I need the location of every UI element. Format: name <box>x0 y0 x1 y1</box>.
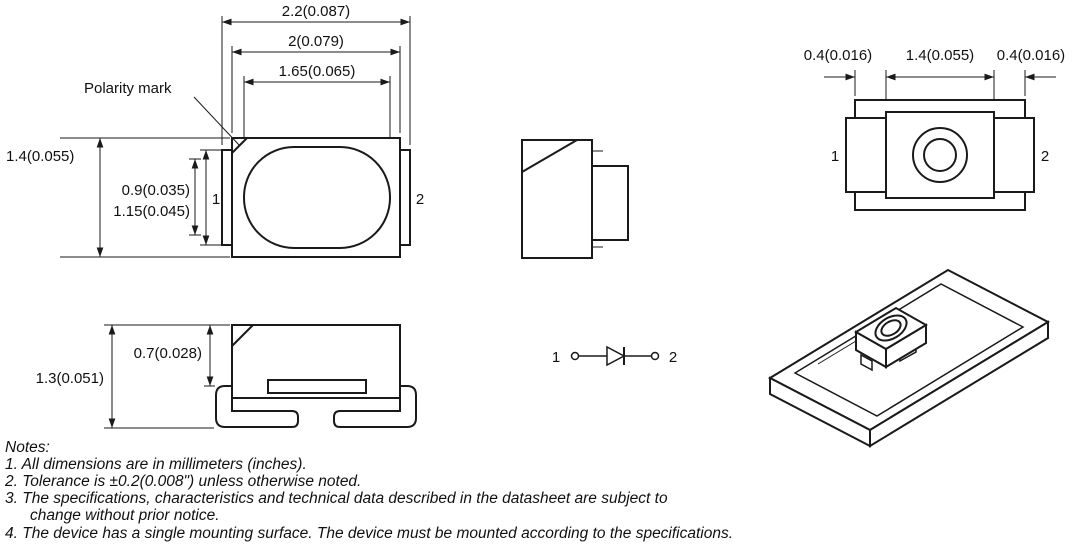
dim-body-width-label: 2(0.079) <box>288 33 344 50</box>
top-view: 1.4(0.055) 2.2(0.087) 2(0.079) 1.65(0.06… <box>6 3 424 258</box>
note-line-1: 1. All dimensions are in millimeters (in… <box>5 456 307 473</box>
side-electrode-tab <box>591 165 629 241</box>
pad-divider-line <box>817 340 857 365</box>
lens-outline <box>243 146 391 249</box>
note-line-3-cont: change without prior notice. <box>30 507 220 524</box>
pin2-label: 2 <box>1041 148 1049 165</box>
right-lead <box>333 385 417 428</box>
notes-heading: Notes: <box>5 439 50 456</box>
polarity-mark-label: Polarity mark <box>84 80 172 97</box>
dim-inner-height-label: 1.15(0.045) <box>113 203 190 220</box>
dim-lens-height-label: 0.9(0.035) <box>122 182 190 199</box>
dim-total-height-label: 1.3(0.051) <box>36 370 104 387</box>
front-chamfer <box>231 324 254 347</box>
back-right-electrode <box>993 117 1035 193</box>
right-electrode <box>399 149 411 246</box>
dim-overall-height-label: 1.4(0.055) <box>6 148 74 165</box>
notes-section: Notes: 1. All dimensions are in millimet… <box>4 439 733 542</box>
lens-inner-circle <box>923 138 957 172</box>
pin2-label: 2 <box>416 191 424 208</box>
dim-left-electrode-label: 0.4(0.016) <box>804 47 872 64</box>
dim-center-label: 1.4(0.055) <box>906 47 974 64</box>
pin2-terminal <box>650 351 660 361</box>
pin1-label: 1 <box>212 191 220 208</box>
diode-schematic: 1 2 <box>552 345 677 367</box>
left-lead <box>215 385 299 428</box>
back-left-electrode <box>845 117 887 193</box>
left-electrode <box>221 149 233 246</box>
pcb-right-face <box>869 320 1049 448</box>
back-view: 0.4(0.016) 1.4(0.055) 0.4(0.016) 1 2 <box>804 47 1065 211</box>
pin1-label: 1 <box>831 148 839 165</box>
led-lead-left <box>860 353 873 372</box>
led-dome-inner <box>880 319 902 337</box>
pin1-label: 1 <box>552 349 560 366</box>
isometric-view <box>767 268 1051 448</box>
note-line-4: 4. The device has a single mounting surf… <box>5 525 733 542</box>
diode-triangle <box>606 345 626 367</box>
side-chamfer <box>521 139 578 173</box>
dim-body-height-label: 0.7(0.028) <box>134 345 202 362</box>
note-line-2: 2. Tolerance is ±0.2(0.008") unless othe… <box>4 473 361 490</box>
dim-overall-width-label: 2.2(0.087) <box>282 3 350 20</box>
dim-right-electrode-label: 0.4(0.016) <box>997 47 1065 64</box>
side-view <box>521 139 629 259</box>
note-line-3: 3. The specifications, characteristics a… <box>5 490 668 507</box>
front-view: 1.3(0.051) 0.7(0.028) <box>36 324 417 429</box>
leader-line <box>193 96 241 147</box>
side-body <box>521 139 593 259</box>
pin2-label: 2 <box>669 349 677 366</box>
pin1-terminal <box>570 351 580 361</box>
dim-lens-width-label: 1.65(0.065) <box>279 63 356 80</box>
front-window-strip <box>267 379 367 394</box>
